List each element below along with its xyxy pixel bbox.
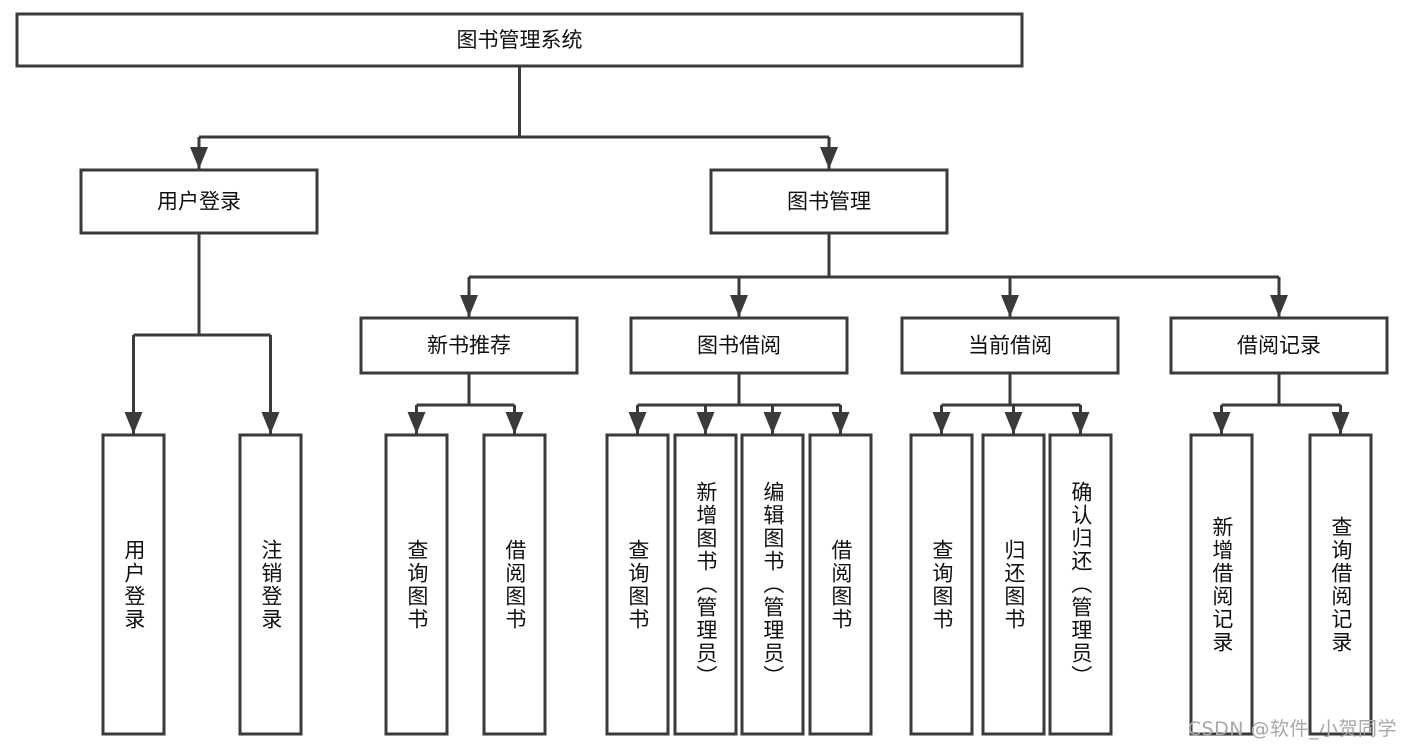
arrow-head-icon xyxy=(763,412,782,434)
connector-layer xyxy=(124,66,1350,434)
level3-node-label-借阅记录: 借阅记录 xyxy=(1237,334,1321,358)
arrow-head-icon xyxy=(261,412,280,434)
arrow-head-icon xyxy=(831,412,850,434)
arrow-head-icon xyxy=(407,412,426,434)
leaf-node-label-wrap-借阅记录-新增借阅记录-11: 新增借阅记录 xyxy=(1191,435,1252,734)
leaf-node-label-wrap-当前借阅-确认归还管理员-10: 确认归还（管理员） xyxy=(1050,435,1111,734)
leaf-node-label-当前借阅-确认归还管理员-10: 确认归还（管理员） xyxy=(1068,481,1093,688)
leaf-node-label-wrap-图书借阅-编辑图书管理员-6: 编辑图书（管理员） xyxy=(742,435,803,734)
leaf-node-label-当前借阅-归还图书-9: 归还图书 xyxy=(1001,538,1026,631)
level2-node-label-图书管理: 图书管理 xyxy=(787,190,871,214)
box-layer xyxy=(15,12,1389,736)
leaf-node-图书借阅-编辑图书管理员-6[interactable] xyxy=(740,433,805,736)
level3-node-label-新书推荐: 新书推荐 xyxy=(427,334,511,358)
arrow-head-icon xyxy=(932,412,951,434)
leaf-node-label-wrap-用户登录-注销登录-1: 注销登录 xyxy=(240,435,301,734)
arrow-head-icon xyxy=(820,147,838,169)
leaf-node-label-图书借阅-查询图书-4: 查询图书 xyxy=(625,538,650,631)
level3-node-当前借阅[interactable] xyxy=(900,316,1120,375)
leaf-node-图书借阅-查询图书-4[interactable] xyxy=(605,433,670,736)
level3-node-图书借阅[interactable] xyxy=(629,316,849,375)
level3-node-新书推荐[interactable] xyxy=(359,316,579,375)
leaf-node-当前借阅-查询图书-8[interactable] xyxy=(909,433,974,736)
leaf-node-label-新书推荐-借阅图书-3: 借阅图书 xyxy=(502,538,527,631)
leaf-node-label-当前借阅-查询图书-8: 查询图书 xyxy=(929,538,954,631)
arrow-head-icon xyxy=(460,295,478,317)
leaf-node-label-wrap-新书推荐-借阅图书-3: 借阅图书 xyxy=(484,435,545,734)
level3-node-借阅记录[interactable] xyxy=(1169,316,1389,375)
arrow-head-icon xyxy=(124,412,143,434)
leaf-node-label-用户登录-用户登录-0: 用户登录 xyxy=(121,538,146,631)
leaf-node-label-图书借阅-新增图书管理员-5: 新增图书（管理员） xyxy=(693,481,718,688)
arrow-head-icon xyxy=(696,412,715,434)
root-node-label-图书管理系统: 图书管理系统 xyxy=(457,28,583,52)
root-node-图书管理系统[interactable] xyxy=(15,12,1024,68)
arrow-head-icon xyxy=(1071,412,1090,434)
watermark: CSDN @软件_小贺同学 xyxy=(1187,718,1397,740)
leaf-node-用户登录-用户登录-0[interactable] xyxy=(101,433,166,736)
arrow-head-icon xyxy=(730,295,748,317)
level3-node-label-图书借阅: 图书借阅 xyxy=(697,334,781,358)
leaf-node-label-新书推荐-查询图书-2: 查询图书 xyxy=(404,538,429,631)
arrow-head-icon xyxy=(1004,412,1023,434)
leaf-node-label-图书借阅-编辑图书管理员-6: 编辑图书（管理员） xyxy=(760,481,785,688)
leaf-node-新书推荐-借阅图书-3[interactable] xyxy=(482,433,547,736)
leaf-node-label-wrap-图书借阅-借阅图书-7: 借阅图书 xyxy=(810,435,871,734)
leaf-node-借阅记录-查询借阅记录-12[interactable] xyxy=(1308,433,1373,736)
leaf-node-label-wrap-图书借阅-新增图书管理员-5: 新增图书（管理员） xyxy=(675,435,736,734)
leaf-node-label-wrap-当前借阅-归还图书-9: 归还图书 xyxy=(983,435,1044,734)
leaf-node-label-wrap-当前借阅-查询图书-8: 查询图书 xyxy=(911,435,972,734)
arrow-head-icon xyxy=(190,147,208,169)
arrow-head-icon xyxy=(1212,412,1231,434)
level2-node-用户登录[interactable] xyxy=(79,168,319,235)
leaf-node-label-wrap-图书借阅-查询图书-4: 查询图书 xyxy=(607,435,668,734)
leaf-node-label-用户登录-注销登录-1: 注销登录 xyxy=(258,538,283,631)
leaf-node-label-借阅记录-新增借阅记录-11: 新增借阅记录 xyxy=(1209,515,1234,654)
arrow-head-icon xyxy=(1270,295,1288,317)
leaf-node-label-wrap-借阅记录-查询借阅记录-12: 查询借阅记录 xyxy=(1310,435,1371,734)
arrow-head-icon xyxy=(628,412,647,434)
level2-node-label-用户登录: 用户登录 xyxy=(157,190,241,214)
leaf-node-label-wrap-新书推荐-查询图书-2: 查询图书 xyxy=(386,435,447,734)
arrow-head-icon xyxy=(1331,412,1350,434)
level3-node-label-当前借阅: 当前借阅 xyxy=(968,334,1052,358)
leaf-node-借阅记录-新增借阅记录-11[interactable] xyxy=(1189,433,1254,736)
leaf-node-label-wrap-用户登录-用户登录-0: 用户登录 xyxy=(103,435,164,734)
arrow-head-icon xyxy=(1001,295,1019,317)
leaf-node-图书借阅-借阅图书-7[interactable] xyxy=(808,433,873,736)
leaf-node-新书推荐-查询图书-2[interactable] xyxy=(384,433,449,736)
level2-node-图书管理[interactable] xyxy=(709,168,949,235)
leaf-node-当前借阅-归还图书-9[interactable] xyxy=(981,433,1046,736)
leaf-node-label-借阅记录-查询借阅记录-12: 查询借阅记录 xyxy=(1328,515,1353,654)
leaf-node-label-图书借阅-借阅图书-7: 借阅图书 xyxy=(828,538,853,631)
leaf-node-当前借阅-确认归还管理员-10[interactable] xyxy=(1048,433,1113,736)
arrow-head-icon xyxy=(505,412,524,434)
leaf-node-用户登录-注销登录-1[interactable] xyxy=(238,433,303,736)
leaf-node-图书借阅-新增图书管理员-5[interactable] xyxy=(673,433,738,736)
